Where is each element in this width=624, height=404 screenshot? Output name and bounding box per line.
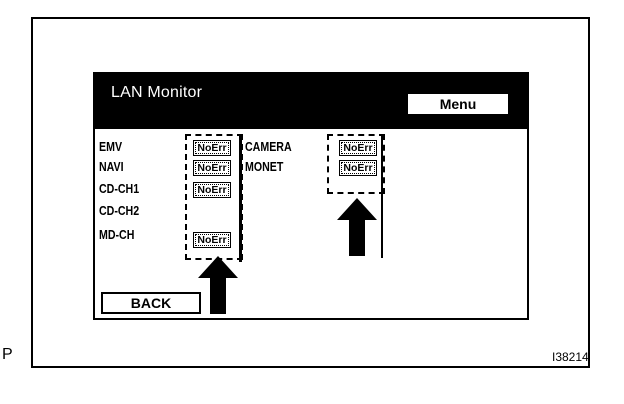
status-badge-cd-ch1: NoErr [193, 182, 231, 198]
label-emv: EMV [99, 140, 123, 154]
label-camera: CAMERA [245, 140, 292, 154]
label-cd-ch2: CD-CH2 [99, 204, 140, 218]
figure-frame [31, 17, 590, 368]
status-badge-camera: NoErr [339, 140, 377, 156]
arrow-up-icon [198, 256, 238, 314]
label-md-ch: MD-CH [99, 228, 135, 242]
column-divider [239, 134, 242, 262]
figure-id: I38214 [552, 350, 589, 364]
menu-button[interactable]: Menu [407, 93, 509, 115]
label-navi: NAVI [99, 160, 124, 174]
status-badge-emv: NoErr [193, 140, 231, 156]
screen-title: LAN Monitor [111, 84, 203, 101]
highlight-right-column [327, 134, 385, 194]
lan-monitor-screen: LAN Monitor Menu EMV NAVI CD-CH1 CD-CH2 … [93, 72, 529, 320]
arrow-up-icon [337, 198, 377, 256]
status-badge-md-ch: NoErr [193, 232, 231, 248]
status-badge-navi: NoErr [193, 160, 231, 176]
back-button[interactable]: BACK [101, 292, 201, 314]
highlight-left-column [185, 134, 243, 260]
status-badge-monet: NoErr [339, 160, 377, 176]
column-divider-right [381, 134, 383, 258]
label-cd-ch1: CD-CH1 [99, 182, 140, 196]
title-bar: LAN Monitor Menu [95, 74, 527, 129]
label-monet: MONET [245, 160, 284, 174]
corner-label: P [2, 346, 13, 363]
